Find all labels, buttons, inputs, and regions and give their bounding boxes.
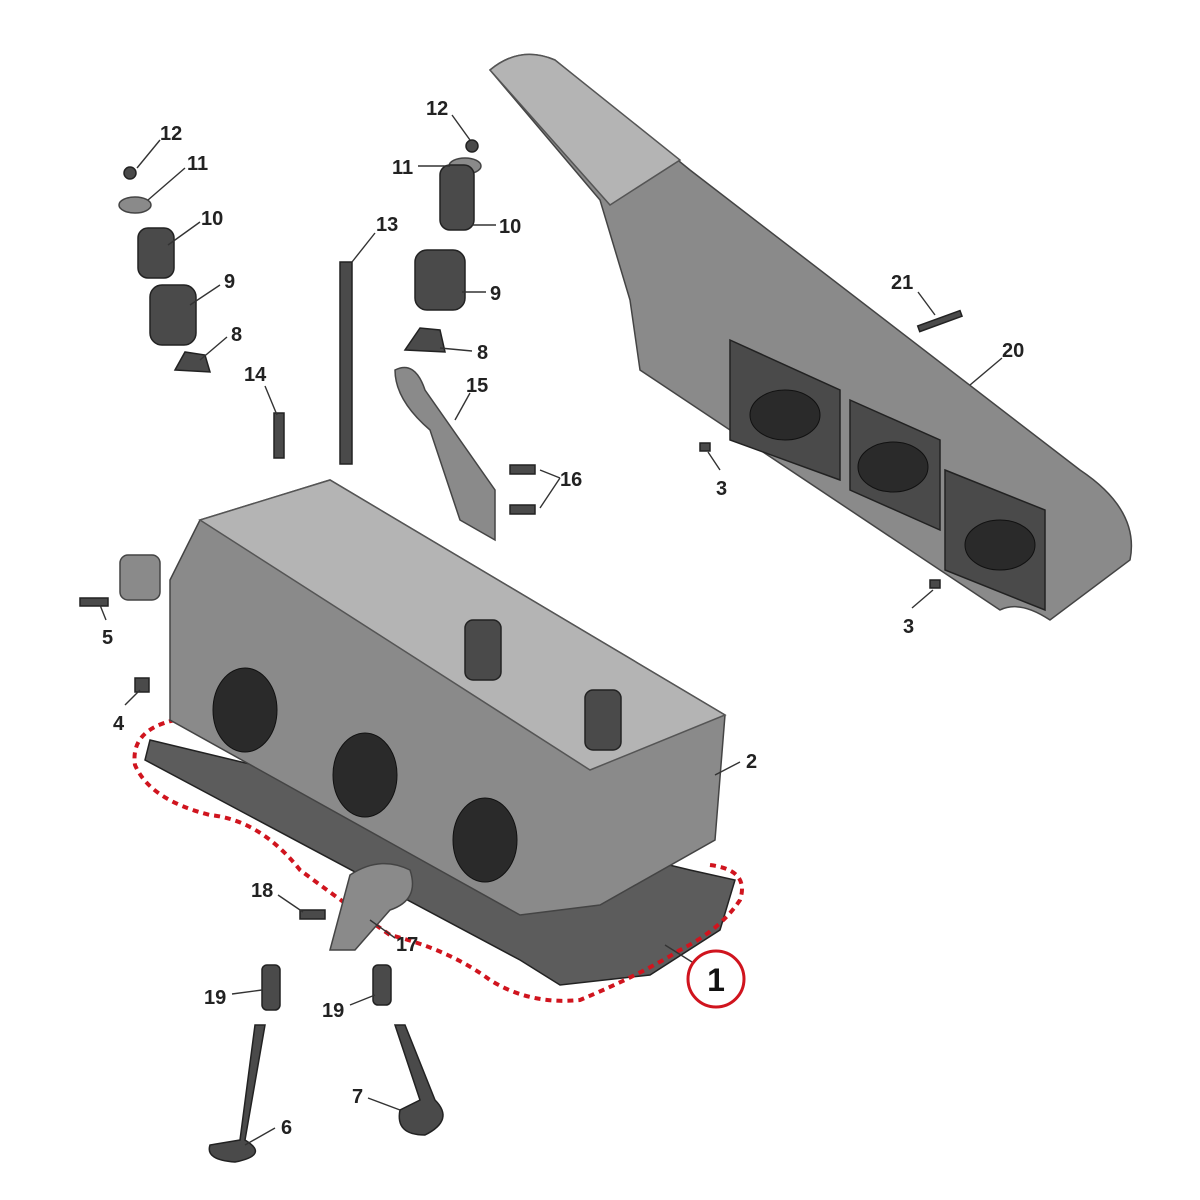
callout-labels: 12 11 10 9 8 12 11 10 9 8 13 14 15 16 21… (102, 98, 1024, 1139)
exhaust-manifold (488, 53, 1133, 621)
callout-19: 19 (322, 1000, 344, 1022)
callout-9: 9 (490, 283, 501, 305)
callout-16: 16 (560, 469, 582, 491)
callout-8: 8 (477, 342, 488, 364)
callout-19: 19 (204, 987, 226, 1009)
callout-1: 1 (707, 962, 725, 998)
callout-6: 6 (281, 1117, 292, 1139)
callout-11: 11 (187, 153, 208, 175)
highlighted-callout-1: 1 (686, 949, 746, 1009)
callout-2: 2 (746, 751, 757, 773)
callout-18: 18 (251, 880, 273, 902)
callout-12: 12 (426, 98, 448, 120)
callout-9: 9 (224, 271, 235, 293)
callout-14: 14 (244, 364, 267, 386)
callout-21: 21 (891, 272, 913, 294)
callout-11: 11 (392, 157, 413, 179)
callout-8: 8 (231, 324, 242, 346)
highlight-circle (686, 949, 746, 1009)
callout-17: 17 (396, 934, 418, 956)
callout-4: 4 (113, 713, 125, 735)
callout-3: 3 (903, 616, 914, 638)
callout-7: 7 (352, 1086, 363, 1108)
callout-20: 20 (1002, 340, 1024, 362)
leader-lines (99, 114, 1003, 1146)
callout-10: 10 (499, 216, 521, 238)
callout-12: 12 (160, 123, 182, 145)
callout-13: 13 (376, 214, 398, 236)
callout-3: 3 (716, 478, 727, 500)
valve-train-parts (79, 139, 964, 1163)
callout-5: 5 (102, 627, 113, 649)
callout-15: 15 (466, 375, 488, 397)
callout-10: 10 (201, 208, 223, 230)
cylinder-head (119, 479, 727, 916)
